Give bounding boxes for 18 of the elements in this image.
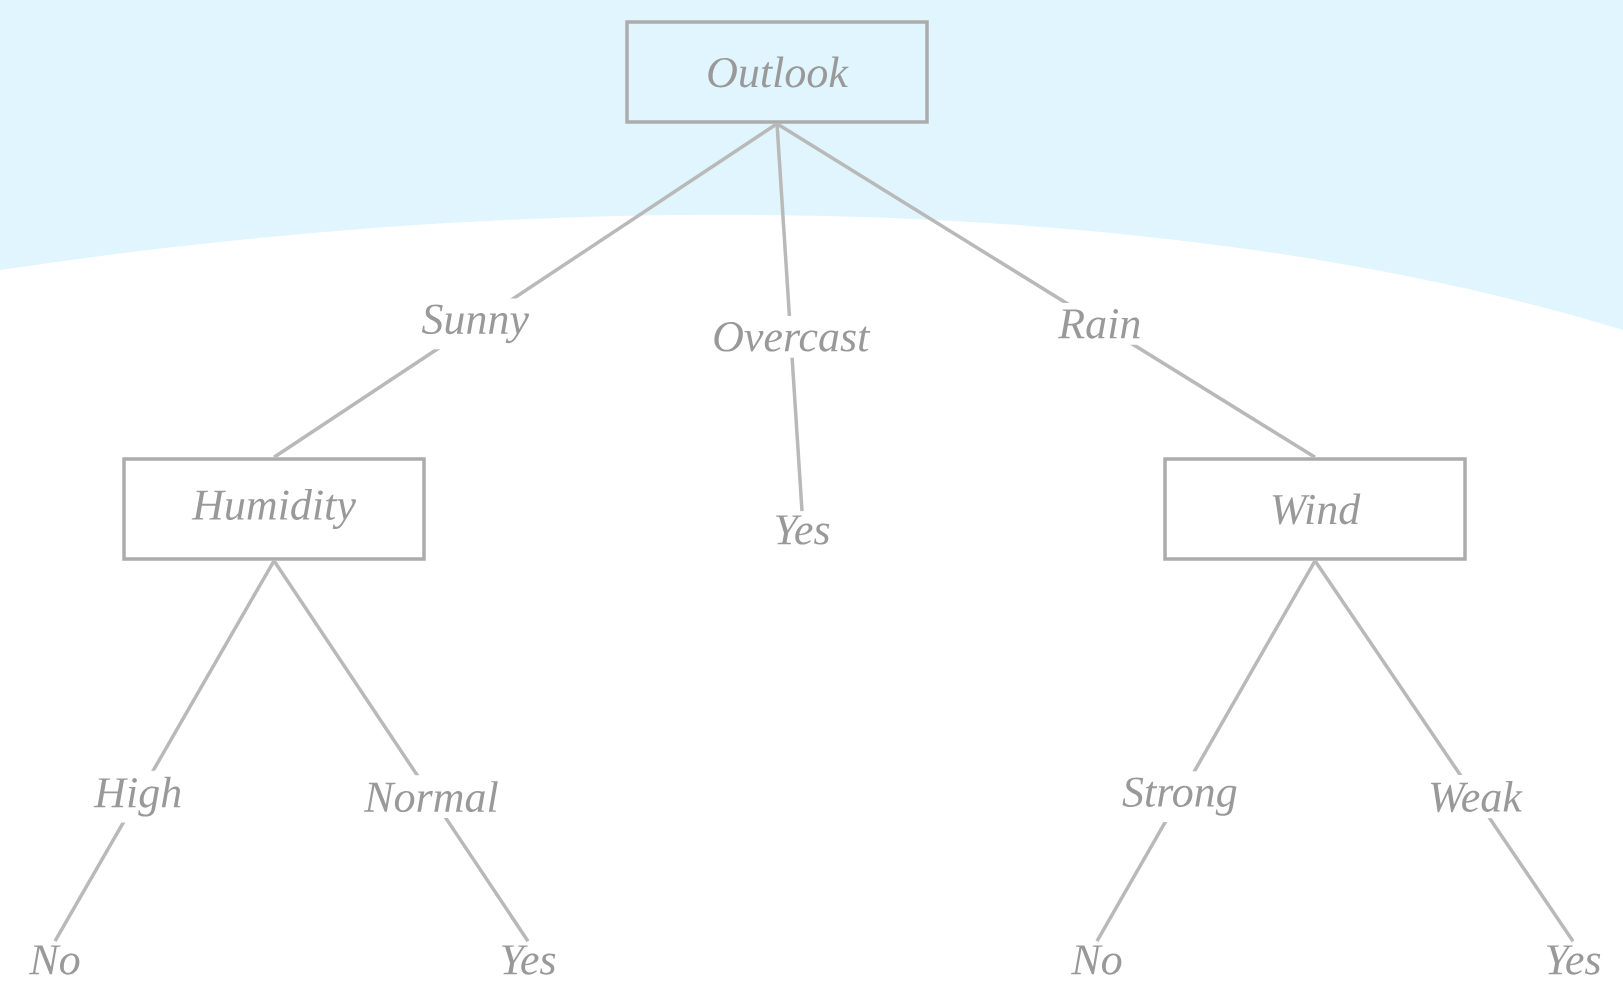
tree-branch (272, 559, 530, 943)
tree-branch (775, 123, 804, 512)
edge-label: Strong (1122, 777, 1237, 816)
edge-label: Weak (1431, 781, 1523, 813)
leaf-label: No (1071, 945, 1122, 975)
decision-box: Wind (1163, 457, 1467, 561)
edge-label: Normal (363, 781, 498, 813)
edge-label: Rain (1058, 309, 1140, 339)
leaf-label: No (29, 945, 80, 975)
leaf-label: Yes (776, 515, 830, 545)
leaf-label: Yes (1547, 945, 1601, 975)
decision-box: Outlook (625, 20, 929, 124)
leaf-label: Yes (501, 945, 556, 975)
tree-branch (1313, 559, 1575, 943)
edge-label: Overcast (714, 322, 871, 352)
decision-box: Humidity (122, 457, 426, 561)
edge-label: Sunny (421, 304, 529, 344)
edge-label: High (93, 776, 181, 817)
